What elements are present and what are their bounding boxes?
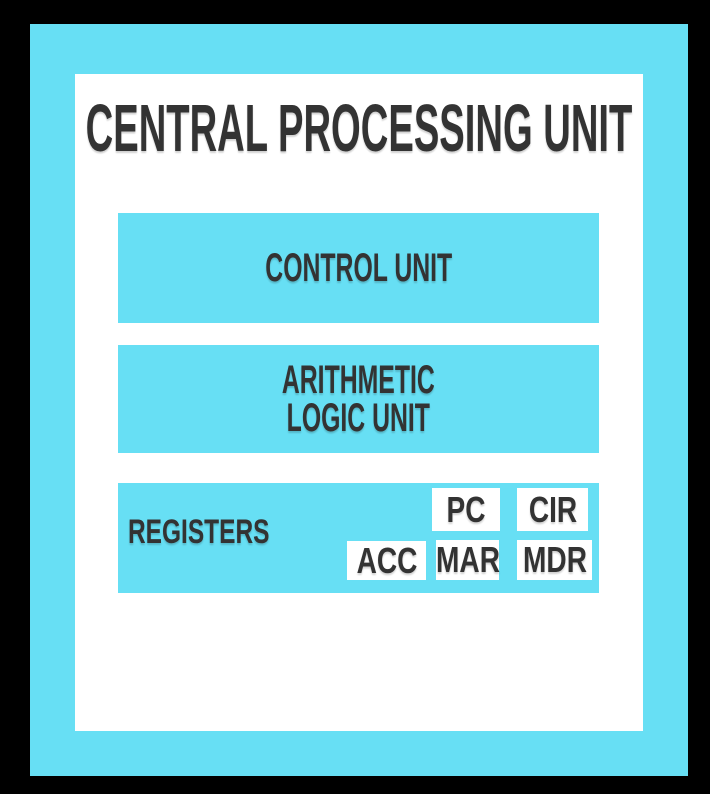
register-chip-acc: ACC: [347, 541, 426, 580]
register-chip-mar: MAR: [436, 540, 499, 580]
cpu-frame: CENTRAL PROCESSING UNIT CONTROL UNIT ARI…: [30, 24, 688, 776]
control-unit-block: CONTROL UNIT: [118, 213, 599, 323]
cpu-title: CENTRAL PROCESSING UNIT: [85, 91, 633, 166]
register-chip-cir: CIR: [517, 488, 588, 531]
register-chip-mdr: MDR: [517, 540, 592, 580]
register-chip-acc-label: ACC: [356, 539, 417, 581]
register-chip-pc-label: PC: [446, 488, 486, 530]
registers-block: REGISTERS PC CIR ACC MAR MDR: [118, 483, 599, 593]
alu-block: ARITHMETIC LOGIC UNIT: [118, 345, 599, 453]
cpu-panel: CENTRAL PROCESSING UNIT CONTROL UNIT ARI…: [75, 74, 643, 731]
alu-label-line1: ARITHMETIC: [282, 358, 435, 402]
register-chip-cir-label: CIR: [528, 488, 577, 530]
alu-label: ARITHMETIC LOGIC UNIT: [282, 358, 435, 440]
register-chip-mar-label: MAR: [435, 539, 500, 580]
control-unit-label: CONTROL UNIT: [265, 246, 452, 290]
registers-label: REGISTERS: [128, 513, 270, 551]
register-chip-mdr-label: MDR: [522, 539, 587, 580]
alu-label-line2: LOGIC UNIT: [286, 396, 431, 440]
register-chip-pc: PC: [432, 488, 500, 531]
